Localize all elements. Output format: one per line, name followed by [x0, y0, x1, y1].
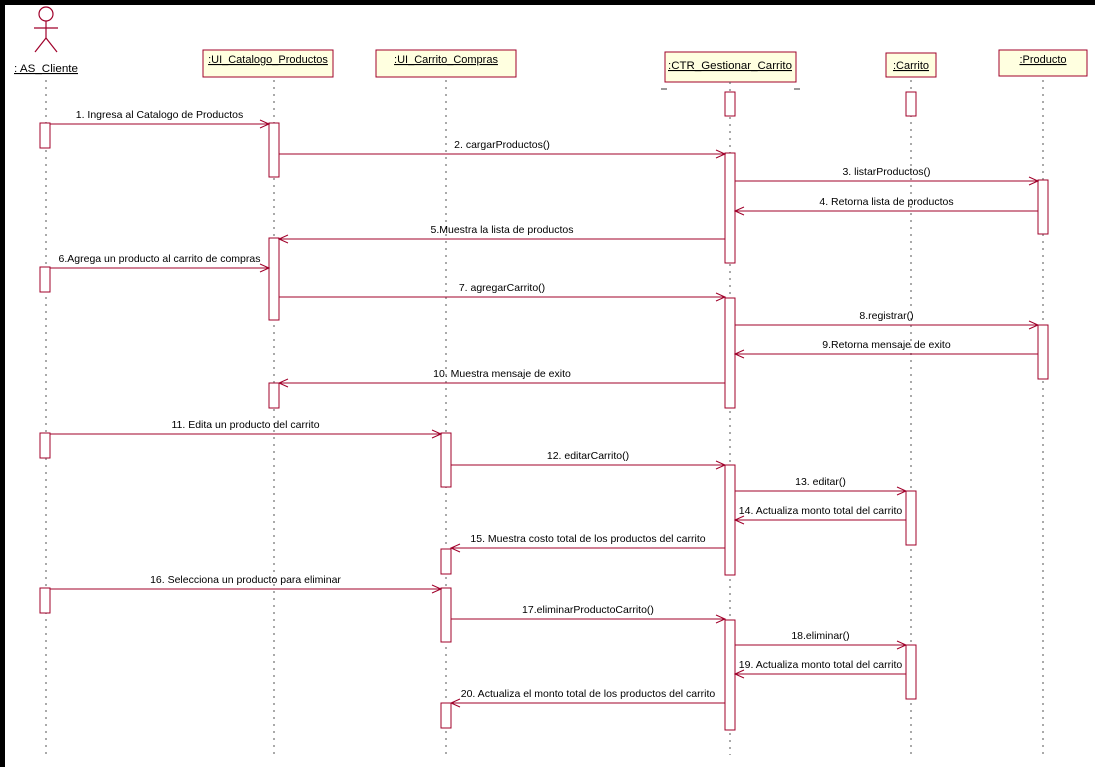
activation-bar [905, 644, 917, 700]
arrowhead-icon [715, 614, 727, 624]
message-label: 7. agregarCarrito() [459, 282, 545, 294]
actor-label: : AS_Cliente [14, 63, 78, 75]
message-14[interactable]: 14. Actualiza monto total del carrito [733, 505, 906, 525]
arrowhead-icon [733, 349, 745, 359]
message-8[interactable]: 8.registrar() [735, 310, 1040, 330]
participant-label: :UI_Catalogo_Productos [208, 54, 328, 66]
arrowhead-icon [431, 584, 443, 594]
activation-bar [1037, 324, 1049, 380]
arrowhead-icon [896, 640, 908, 650]
message-label: 5.Muestra la lista de productos [431, 224, 574, 236]
actor-stick-figure-icon [34, 6, 58, 53]
message-11[interactable]: 11. Edita un producto del carrito [50, 419, 443, 439]
arrowhead-icon [259, 119, 271, 129]
message-label: 15. Muestra costo total de los productos… [470, 533, 705, 545]
activation-bar [724, 619, 736, 731]
participant-label: :Carrito [893, 60, 929, 72]
message-19[interactable]: 19. Actualiza monto total del carrito [733, 659, 906, 679]
message-label: 13. editar() [795, 476, 846, 488]
participant-prod[interactable]: :Producto [998, 49, 1088, 77]
message-label: 12. editarCarrito() [547, 450, 629, 462]
participant-car[interactable]: :Carrito [885, 52, 937, 78]
message-label: 6.Agrega un producto al carrito de compr… [59, 253, 261, 265]
message-1[interactable]: 1. Ingresa al Catalogo de Productos [50, 109, 271, 129]
activation-bar [724, 464, 736, 576]
message-15[interactable]: 15. Muestra costo total de los productos… [449, 533, 725, 553]
activation-bar [39, 266, 51, 293]
message-label: 8.registrar() [859, 310, 913, 322]
arrowhead-icon [715, 460, 727, 470]
message-16[interactable]: 16. Selecciona un producto para eliminar [50, 574, 443, 594]
activation-bar [440, 548, 452, 575]
message-label: 17.eliminarProductoCarrito() [522, 604, 654, 616]
message-label: 16. Selecciona un producto para eliminar [150, 574, 341, 586]
arrowhead-icon [449, 698, 461, 708]
activation-bar [268, 237, 280, 321]
message-17[interactable]: 17.eliminarProductoCarrito() [451, 604, 727, 624]
message-3[interactable]: 3. listarProductos() [735, 166, 1040, 186]
message-2[interactable]: 2. cargarProductos() [279, 139, 727, 159]
message-7[interactable]: 7. agregarCarrito() [279, 282, 727, 302]
activation-bar [724, 91, 736, 117]
activation-bar [1037, 179, 1049, 235]
arrowhead-icon [733, 669, 745, 679]
message-9[interactable]: 9.Retorna mensaje de exito [733, 339, 1038, 359]
diagram-frame-top [0, 0, 1095, 5]
message-10[interactable]: 10. Muestra mensaje de exito [277, 368, 725, 388]
participant-label: :Producto [1019, 54, 1066, 66]
message-4[interactable]: 4. Retorna lista de productos [733, 196, 1038, 216]
activation-bar [268, 122, 280, 178]
arrowhead-icon [259, 263, 271, 273]
activation-bar [268, 382, 280, 409]
message-5[interactable]: 5.Muestra la lista de productos [277, 224, 725, 244]
activation-bar [724, 297, 736, 409]
activation-bar [905, 490, 917, 546]
message-label: 20. Actualiza el monto total de los prod… [461, 688, 716, 700]
activation-bar [39, 587, 51, 614]
activation-bar [39, 432, 51, 459]
arrowhead-icon [715, 149, 727, 159]
message-6[interactable]: 6.Agrega un producto al carrito de compr… [50, 253, 271, 273]
arrowhead-icon [449, 543, 461, 553]
activation-bar [440, 587, 452, 643]
arrowhead-icon [733, 206, 745, 216]
message-label: 3. listarProductos() [842, 166, 930, 178]
message-label: 10. Muestra mensaje de exito [433, 368, 571, 380]
participant-uicar[interactable]: :UI_Carrito_Compras [375, 49, 517, 78]
arrowhead-icon [431, 429, 443, 439]
message-label: 18.eliminar() [791, 630, 849, 642]
activation-bars [39, 91, 1049, 731]
activation-bar [39, 122, 51, 149]
activation-bar [905, 91, 917, 117]
activation-bar [440, 702, 452, 729]
participant-label: :UI_Carrito_Compras [394, 54, 498, 66]
message-20[interactable]: 20. Actualiza el monto total de los prod… [449, 688, 725, 708]
messages: 1. Ingresa al Catalogo de Productos 2. ca… [50, 109, 1040, 708]
message-label: 4. Retorna lista de productos [819, 196, 953, 208]
message-label: 19. Actualiza monto total del carrito [739, 659, 903, 671]
message-18[interactable]: 18.eliminar() [735, 630, 908, 650]
activation-bar [724, 152, 736, 264]
arrowhead-icon [896, 486, 908, 496]
participant-uicat[interactable]: :UI_Catalogo_Productos [202, 49, 334, 78]
message-label: 11. Edita un producto del carrito [171, 419, 319, 431]
arrowhead-icon [733, 515, 745, 525]
diagram-frame-left [0, 0, 5, 767]
message-label: 14. Actualiza monto total del carrito [739, 505, 903, 517]
arrowhead-icon [277, 234, 289, 244]
arrowhead-icon [277, 378, 289, 388]
message-13[interactable]: 13. editar() [735, 476, 908, 496]
message-label: 2. cargarProductos() [454, 139, 550, 151]
message-label: 1. Ingresa al Catalogo de Productos [76, 109, 244, 121]
activation-bar [440, 432, 452, 488]
arrowhead-icon [1028, 176, 1040, 186]
arrowhead-icon [715, 292, 727, 302]
message-12[interactable]: 12. editarCarrito() [451, 450, 727, 470]
participant-label: :CTR_Gestionar_Carrito [668, 60, 792, 72]
arrowhead-icon [1028, 320, 1040, 330]
message-label: 9.Retorna mensaje de exito [822, 339, 951, 351]
participant-ctr[interactable]: :CTR_Gestionar_Carrito [661, 51, 800, 90]
